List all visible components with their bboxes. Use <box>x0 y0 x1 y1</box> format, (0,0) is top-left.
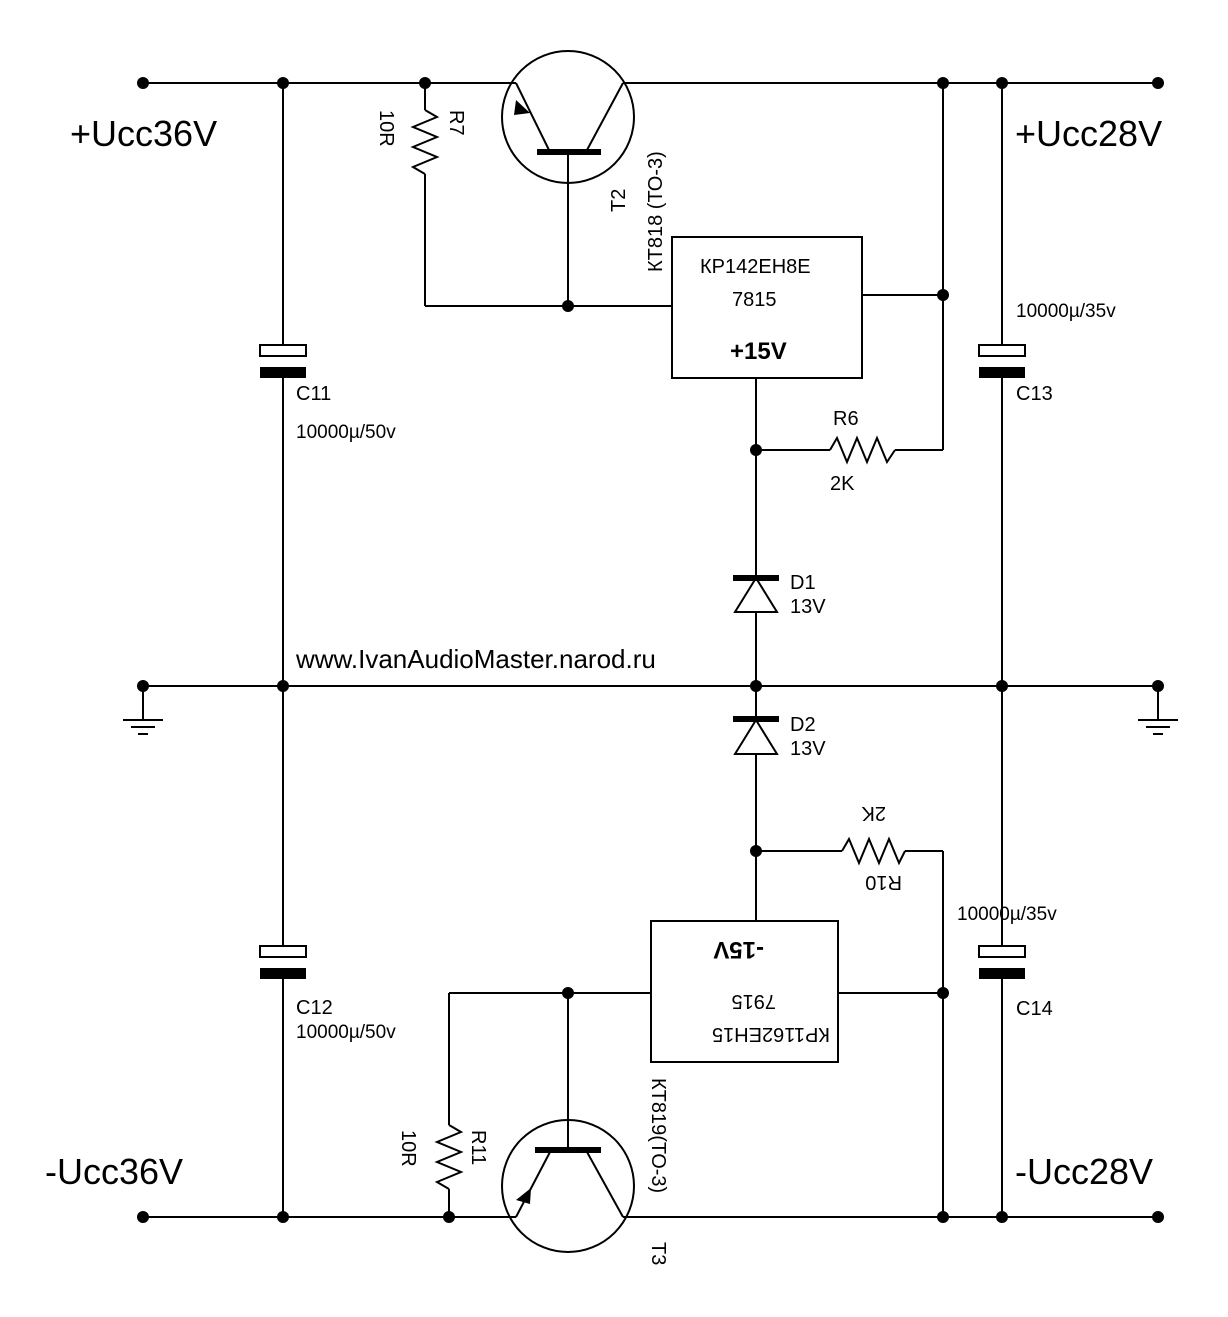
transistor-t2 <box>501 50 635 184</box>
c11-value: 10000µ/50v <box>296 422 396 443</box>
top-rail-wires <box>143 82 1158 450</box>
r7-ref: R7 <box>445 110 467 136</box>
u-pos-output: +15V <box>730 338 787 365</box>
rail-label-bottom-right: -Ucc28V <box>1015 1151 1153 1192</box>
rail-label-top-left: +Ucc36V <box>70 113 217 154</box>
ground-rail-wires <box>123 685 1178 735</box>
d2-value: 13V <box>790 738 826 760</box>
d2-ref: D2 <box>790 714 816 736</box>
c14-ref: C14 <box>1016 998 1053 1020</box>
u-pos-code: 7815 <box>732 289 777 311</box>
resistor-r6 <box>756 435 943 465</box>
t2-ref: T2 <box>608 189 630 212</box>
d1-ref: D1 <box>790 572 816 594</box>
u-neg-code: 7915 <box>732 990 777 1012</box>
t3-ref: T3 <box>647 1242 669 1265</box>
t3-type: КТ819(ТО-3) <box>647 1078 669 1193</box>
r11-ref: R11 <box>467 1130 489 1165</box>
resistor-r10 <box>756 836 944 1217</box>
capacitor-c14 <box>978 945 1026 1217</box>
regulator-7915 <box>650 920 943 1063</box>
c12-value: 10000µ/50v <box>296 1022 396 1043</box>
c14-value: 10000µ/35v <box>957 904 1057 925</box>
r10-value: 2K <box>861 802 886 824</box>
r6-ref: R6 <box>833 408 859 430</box>
capacitor-c11 <box>259 344 307 946</box>
zener-d1 <box>733 575 779 686</box>
bottom-rail-wires <box>143 992 1158 1218</box>
capacitor-c12 <box>259 945 307 1217</box>
capacitor-c13 <box>978 344 1026 946</box>
r10-ref: R10 <box>865 871 902 893</box>
transistor-t3 <box>501 1119 635 1253</box>
u-neg-part: КР1162ЕН15 <box>712 1023 830 1045</box>
r7-value: 10R <box>375 110 397 147</box>
t2-type: КТ818 (ТО-3) <box>645 151 667 272</box>
u-pos-part: КР142ЕН8Е <box>700 256 811 278</box>
rail-label-bottom-left: -Ucc36V <box>45 1151 183 1192</box>
website-label: www.IvanAudioMaster.narod.ru <box>295 644 656 674</box>
u-neg-output: -15V <box>713 936 764 963</box>
d1-value: 13V <box>790 596 826 618</box>
c13-value: 10000µ/35v <box>1016 301 1116 322</box>
zener-d2 <box>733 686 779 921</box>
c12-ref: C12 <box>296 997 333 1019</box>
junction-dots <box>137 77 1164 1223</box>
c11-ref: C11 <box>296 383 331 405</box>
c13-ref: C13 <box>1016 383 1053 405</box>
r11-value: 10R <box>397 1130 419 1167</box>
r6-value: 2K <box>830 473 855 495</box>
regulator-7815 <box>671 236 863 575</box>
rail-label-top-right: +Ucc28V <box>1015 113 1162 154</box>
